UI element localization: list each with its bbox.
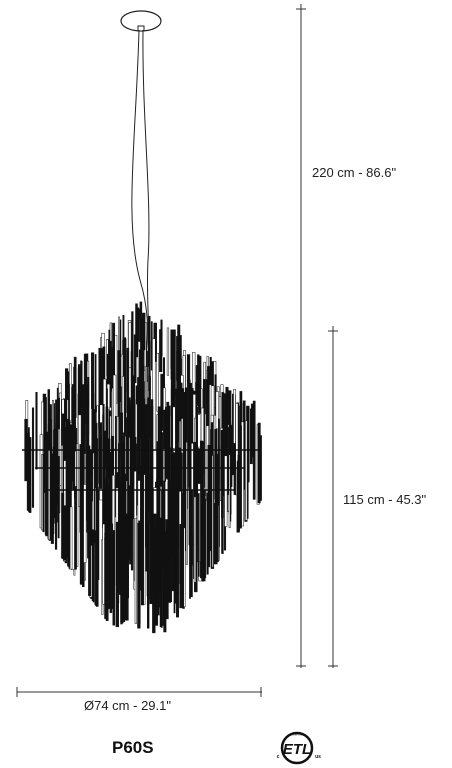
crystal-rod bbox=[121, 513, 126, 623]
crystal-rod bbox=[156, 352, 159, 412]
crystal-rod bbox=[193, 496, 197, 583]
crystal-rod bbox=[134, 518, 137, 624]
etl-listed-mark-icon: INTERTEK ETL c us bbox=[277, 731, 321, 765]
crystal-rod bbox=[42, 454, 45, 533]
crystal-rod bbox=[31, 407, 35, 508]
crystal-rod bbox=[94, 354, 97, 413]
crystal-rod bbox=[83, 484, 87, 563]
crystal-rod bbox=[130, 445, 133, 533]
crystal-rod bbox=[35, 392, 38, 470]
crystal-rod bbox=[158, 520, 162, 592]
crystal-rod bbox=[183, 527, 186, 607]
crystal-rod bbox=[211, 455, 214, 568]
cert-left-letter: c bbox=[277, 754, 280, 760]
crystal-rod bbox=[48, 449, 51, 540]
crystal-rod bbox=[228, 454, 231, 529]
crystal-rod bbox=[149, 474, 152, 600]
crystal-rod bbox=[142, 312, 146, 351]
crystal-rod bbox=[74, 486, 77, 570]
crystal-rod bbox=[91, 529, 95, 602]
crystal-rod bbox=[152, 528, 156, 634]
crystal-rod bbox=[197, 493, 200, 577]
crystal-rod bbox=[26, 432, 30, 511]
crystal-rod bbox=[221, 462, 224, 554]
crystal-rod bbox=[201, 500, 204, 582]
crystal-rod bbox=[61, 492, 65, 559]
crystal-rod bbox=[135, 307, 140, 358]
total-height-label: 220 cm - 86.6" bbox=[312, 165, 397, 180]
cert-right-letter: us bbox=[315, 754, 321, 760]
crystal-rod bbox=[79, 499, 84, 585]
crystal-rod bbox=[115, 521, 119, 628]
crystal-rod bbox=[98, 422, 103, 489]
crystal-rod bbox=[236, 460, 239, 533]
crystal-rod bbox=[112, 374, 117, 450]
crystal-rod bbox=[179, 524, 183, 594]
crystal-rod bbox=[57, 456, 60, 539]
cert-top-text: INTERTEK bbox=[290, 733, 305, 737]
crystal-rod bbox=[88, 535, 91, 596]
crystal-rod bbox=[112, 530, 116, 626]
crystal-rod bbox=[176, 535, 179, 618]
crystal-rod bbox=[190, 533, 193, 598]
ceiling-canopy bbox=[120, 10, 162, 32]
crystal-rod bbox=[233, 389, 236, 444]
crystal-rod bbox=[54, 452, 58, 550]
crystal-rod bbox=[140, 472, 144, 606]
crystal-rod bbox=[68, 496, 71, 569]
diameter-label: Ø74 cm - 29.1" bbox=[84, 698, 171, 713]
crystal-rod bbox=[257, 422, 261, 504]
crystal-rod bbox=[166, 401, 170, 480]
crystal-rod bbox=[128, 322, 132, 369]
cert-mark-text: ETL bbox=[283, 741, 311, 758]
crystal-rod bbox=[206, 492, 209, 575]
crystal-rod bbox=[146, 524, 149, 597]
crystal-rod bbox=[159, 329, 163, 373]
crystal-rod bbox=[104, 537, 107, 619]
crystal-rod bbox=[118, 316, 120, 355]
total-height-dimension-line bbox=[296, 4, 306, 668]
crystal-rod bbox=[44, 460, 47, 536]
crystal-rod bbox=[166, 327, 170, 376]
crystal-rod bbox=[125, 513, 129, 621]
crystal-rod bbox=[44, 397, 47, 449]
crystal-rod bbox=[163, 531, 167, 633]
crystal-rod bbox=[185, 441, 188, 565]
crystal-rod bbox=[214, 502, 218, 565]
crystal-rod bbox=[169, 530, 172, 603]
crystal-rod bbox=[118, 519, 121, 588]
crystal-rod bbox=[245, 420, 248, 521]
crystal-rod bbox=[133, 334, 137, 384]
crystal-rod bbox=[198, 355, 202, 414]
crystal-rod bbox=[154, 513, 157, 622]
crystal-rod bbox=[204, 498, 207, 579]
crystal-rod bbox=[173, 532, 176, 614]
model-name: P60S bbox=[112, 738, 154, 757]
crystal-rod bbox=[51, 453, 55, 535]
crystal-rod bbox=[239, 425, 242, 529]
crystal-rod bbox=[95, 530, 99, 606]
chandelier-crystal-body bbox=[22, 301, 262, 634]
crystal-rod bbox=[138, 520, 141, 600]
body-height-dimension-line bbox=[328, 326, 338, 668]
crystal-rod bbox=[224, 455, 228, 527]
crystal-rod bbox=[109, 523, 114, 609]
diameter-dimension-line bbox=[16, 687, 262, 697]
body-height-label: 115 cm - 45.3" bbox=[343, 492, 427, 507]
crystal-rod bbox=[204, 413, 207, 496]
